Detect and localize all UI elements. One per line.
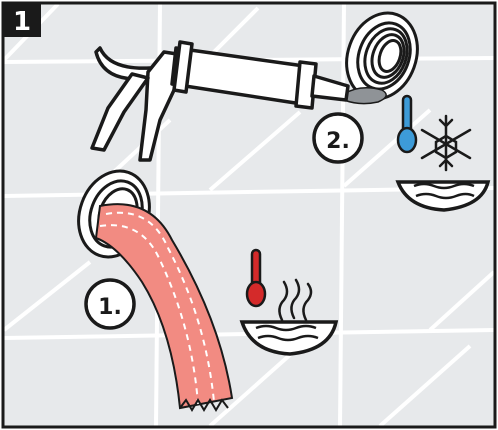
step-1-marker: 1. (84, 278, 136, 330)
warm-thermometer-icon (245, 248, 267, 308)
badge-number: 1 (13, 7, 31, 37)
hose-icon (94, 203, 234, 412)
step-number-badge: 1 (3, 3, 41, 37)
steam-icon (278, 278, 313, 322)
step-2-marker: 2. (312, 112, 364, 164)
snowflake-icon (420, 114, 472, 172)
step-1-label: 1. (98, 295, 122, 320)
cold-thermometer-icon (396, 94, 418, 154)
warm-water-bowl-icon (239, 320, 339, 356)
cold-water-bowl-icon (395, 180, 491, 212)
step-2-label: 2. (326, 129, 350, 154)
sealant-icon (343, 87, 387, 105)
caulking-gun-icon (90, 40, 350, 162)
